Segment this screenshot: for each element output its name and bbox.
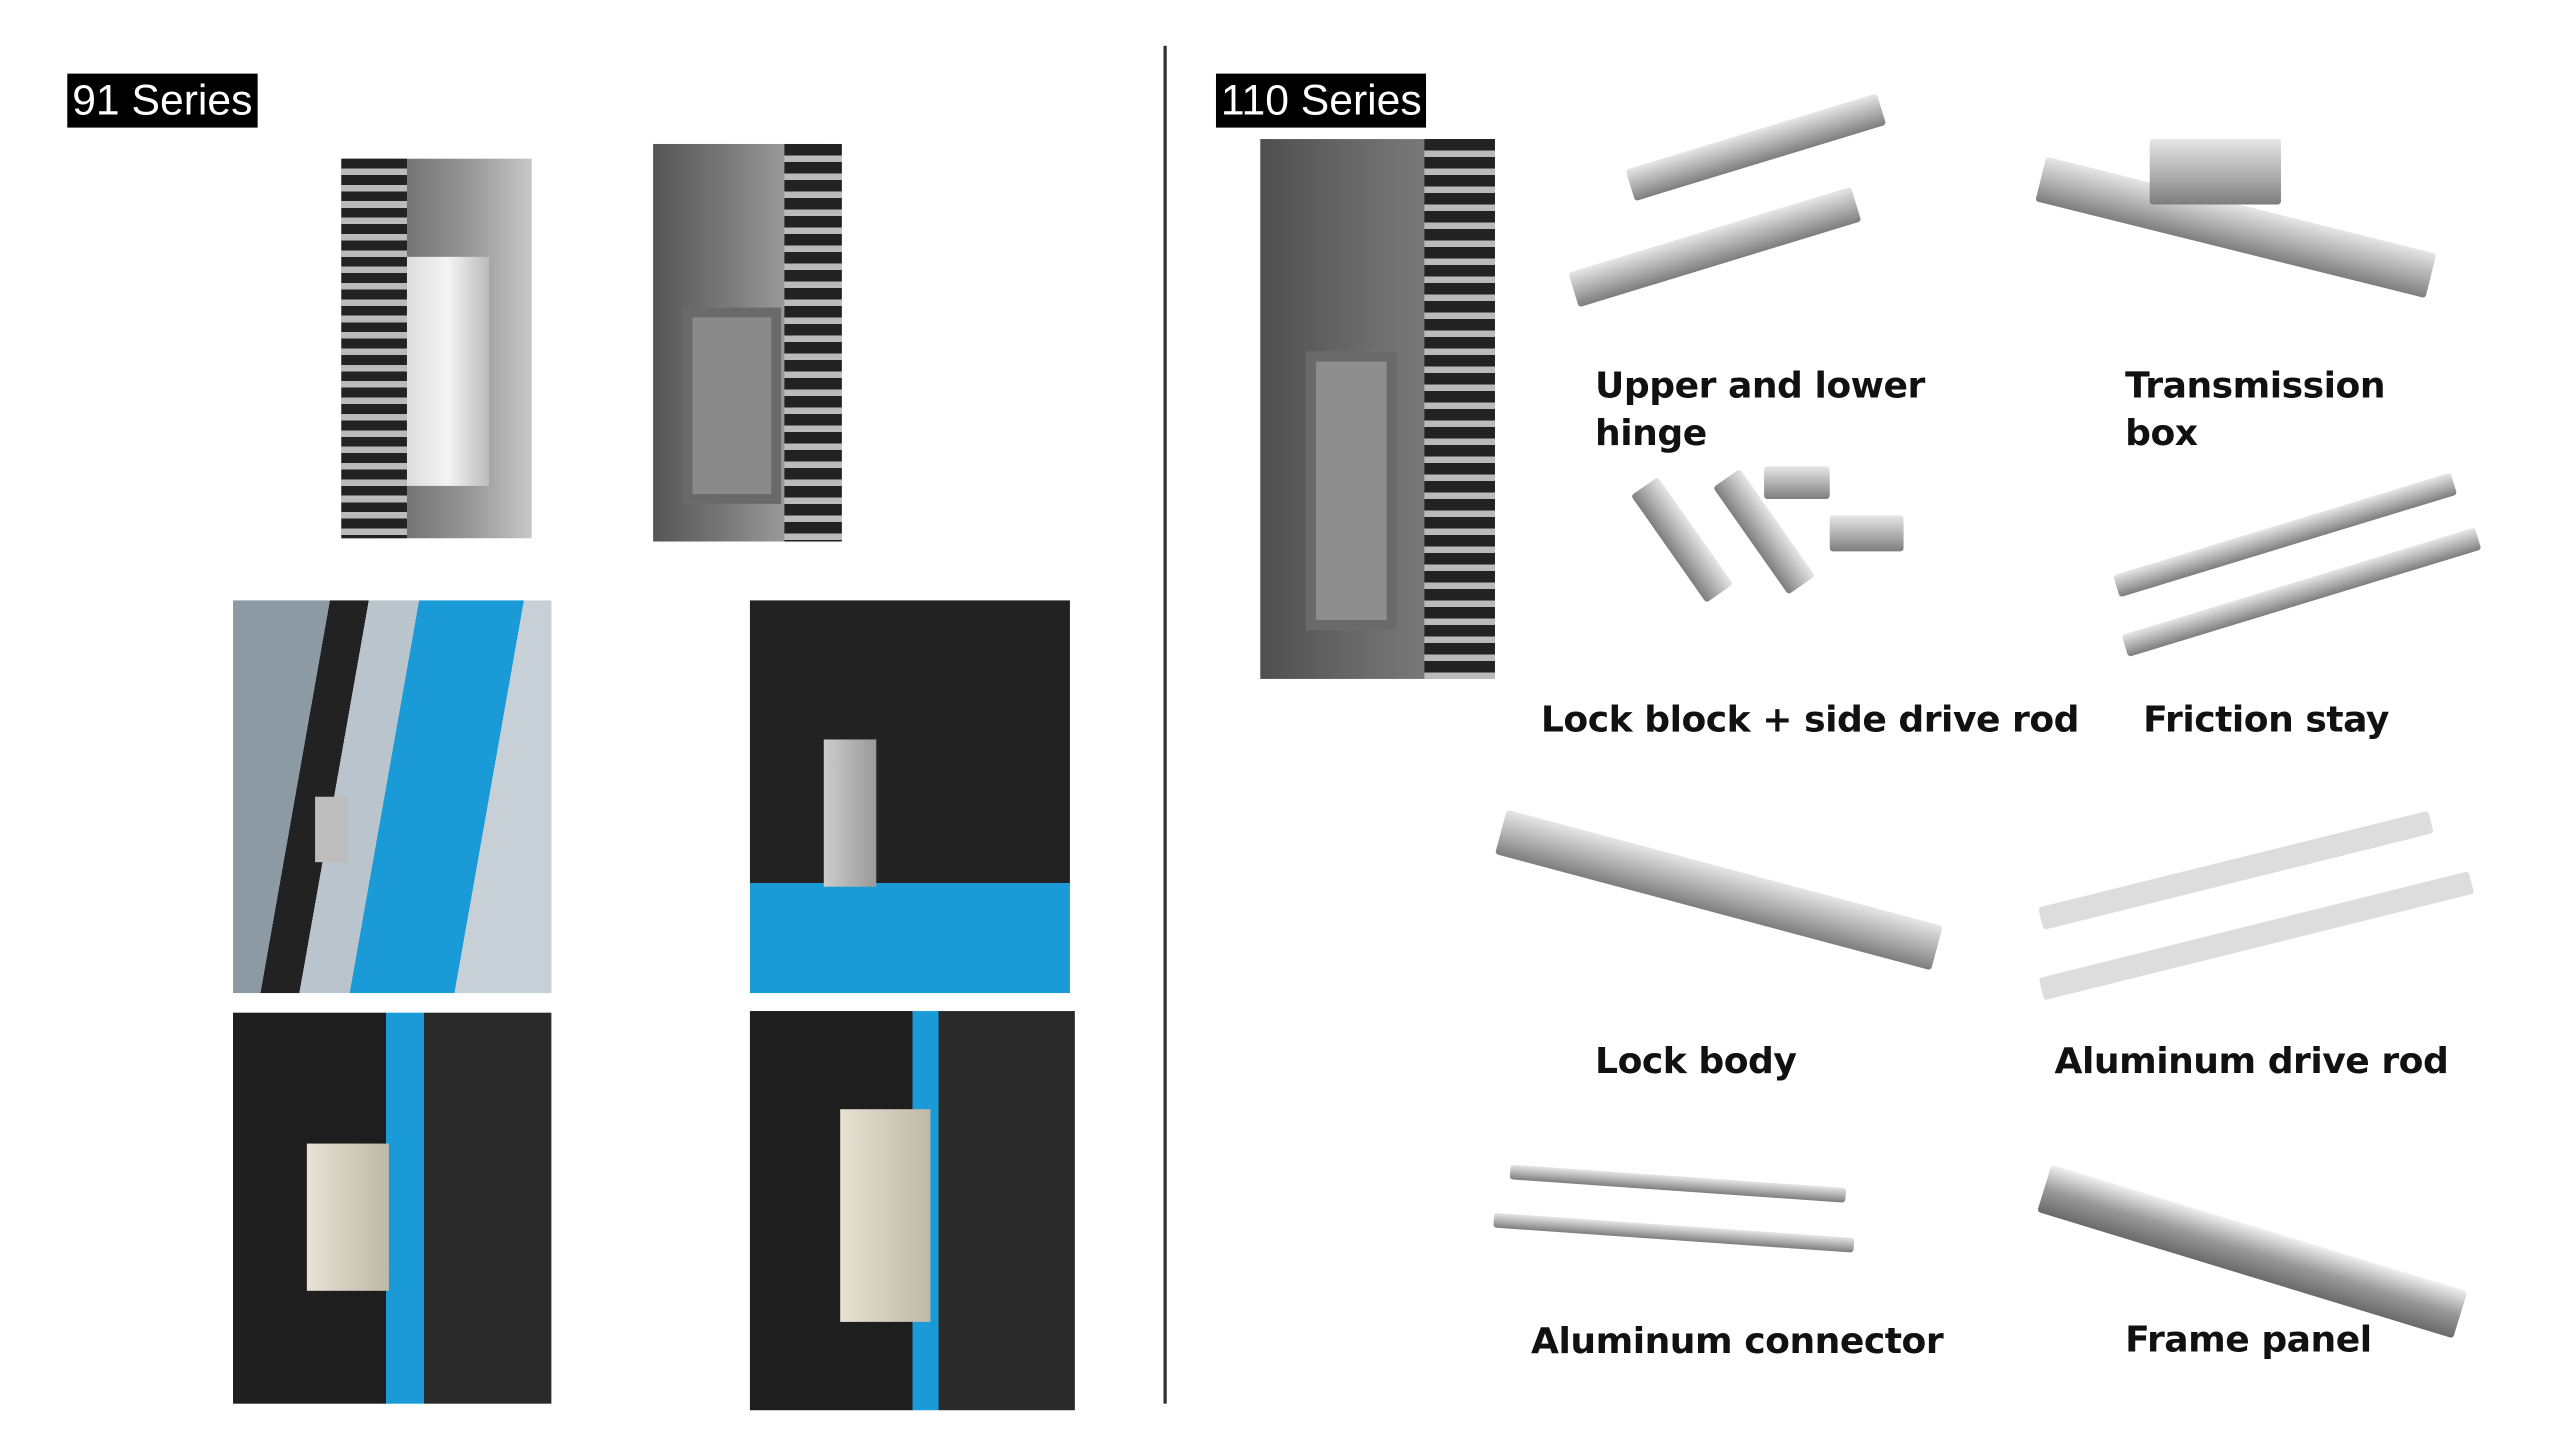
lock-block-image [1600, 458, 1920, 630]
part-label-aluminum-drive-rod: Aluminum drive rod [2054, 1042, 2449, 1084]
series-110-label: 110 Series [1215, 73, 1427, 128]
aluminum-drive-rod-image [2035, 810, 2478, 1001]
hinge-photo-2 [749, 600, 1070, 994]
hinge-photo-1 [233, 600, 552, 994]
upper-lower-hinge-image [1559, 65, 1887, 310]
part-label-hinge: Upper and lower hinge [1595, 366, 1925, 455]
part-label-lock-body: Lock body [1595, 1042, 1797, 1084]
part-label-friction-stay: Friction stay [2143, 700, 2389, 742]
lock-body-image [1493, 802, 1943, 971]
frame-panel-image [2035, 1162, 2468, 1339]
profile-91-window-image [653, 143, 842, 542]
section-divider [1163, 45, 1166, 1404]
series-91-label: 91 Series [67, 73, 258, 128]
part-label-lock-block: Lock block + side drive rod [1540, 700, 2080, 742]
aluminum-connector-image [1493, 1153, 1855, 1259]
hinge-photo-4 [749, 1011, 1075, 1411]
profile-91-section-image [341, 158, 532, 539]
hinge-photo-3 [233, 1012, 552, 1404]
transmission-box-image [2035, 139, 2437, 299]
part-label-aluminum-connector: Aluminum connector [1531, 1321, 1944, 1363]
friction-stay-image [2109, 466, 2495, 657]
profile-110-window-image [1260, 139, 1495, 679]
part-label-transmission-box: Transmission box [2125, 366, 2386, 455]
part-label-frame-panel: Frame panel [2125, 1320, 2372, 1362]
